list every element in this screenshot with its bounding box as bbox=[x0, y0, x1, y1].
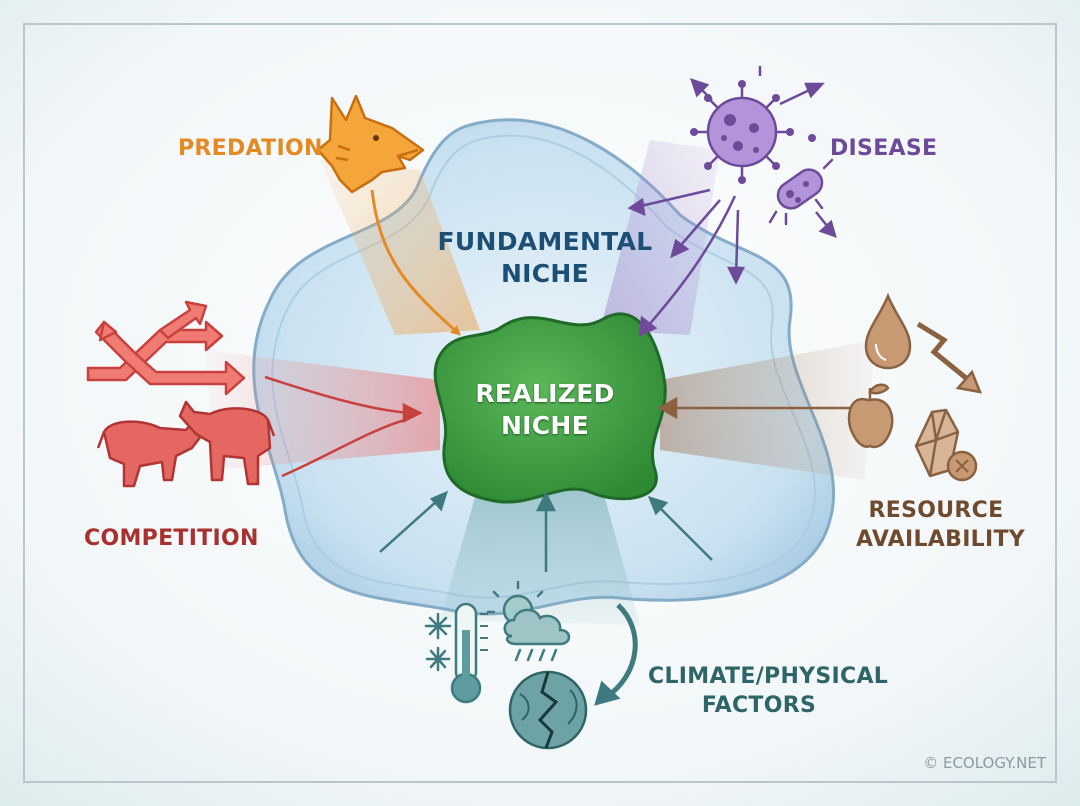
fundamental-text-line1: FUNDAMENTAL bbox=[437, 227, 653, 256]
thermometer-icon bbox=[450, 602, 488, 704]
frame bbox=[23, 23, 1057, 783]
water-drop-icon bbox=[864, 292, 912, 370]
snowflake-icon bbox=[424, 612, 452, 672]
realized-niche-shape bbox=[433, 312, 667, 504]
crossing-arrows-icon bbox=[86, 300, 246, 396]
zigzag-arrow-icon bbox=[916, 321, 982, 394]
predation-wedge bbox=[320, 160, 480, 335]
resource-availability-label: RESOURCE AVAILABILITY bbox=[856, 496, 1026, 554]
realized-text-line1: REALIZED bbox=[475, 379, 615, 408]
disease-arrows bbox=[627, 66, 837, 338]
wolf-icon bbox=[316, 94, 425, 194]
climate-wedge bbox=[440, 480, 640, 625]
bacteria-icon bbox=[768, 134, 834, 226]
competition-arrows bbox=[264, 375, 423, 478]
realized-text-line2: NICHE bbox=[500, 411, 590, 440]
realized-niche-label: REALIZED NICHE bbox=[460, 378, 630, 442]
virus-icon bbox=[690, 80, 794, 184]
climate-text-line2: FACTORS bbox=[701, 693, 817, 718]
resource-text-line1: RESOURCE bbox=[868, 498, 1004, 523]
predation-arrow bbox=[370, 189, 461, 336]
resource-wedge bbox=[660, 340, 875, 480]
crystal-icon bbox=[914, 408, 978, 482]
competition-text: COMPETITION bbox=[84, 526, 259, 551]
disease-text: DISEASE bbox=[830, 136, 938, 161]
competition-label: COMPETITION bbox=[84, 524, 259, 553]
predation-text: PREDATION bbox=[178, 136, 323, 161]
climate-text-line1: CLIMATE/PHYSICAL bbox=[648, 664, 889, 689]
apple-icon bbox=[847, 383, 894, 449]
disease-wedge bbox=[600, 140, 720, 335]
predation-label: PREDATION bbox=[178, 134, 323, 163]
fundamental-text-line2: NICHE bbox=[500, 259, 590, 288]
resource-arrow bbox=[657, 396, 850, 420]
climate-arrows bbox=[379, 490, 713, 706]
climate-physical-label: CLIMATE/PHYSICAL FACTORS bbox=[648, 662, 889, 720]
bulls-fighting-icon bbox=[96, 400, 276, 488]
fundamental-niche-label: FUNDAMENTAL NICHE bbox=[430, 226, 660, 290]
credit-text: © ECOLOGY.NET bbox=[923, 754, 1046, 772]
resource-text-line2: AVAILABILITY bbox=[856, 527, 1026, 552]
sun-cloud-rain-icon bbox=[486, 580, 571, 662]
disease-label: DISEASE bbox=[830, 134, 938, 163]
cracked-earth-icon bbox=[508, 670, 588, 750]
